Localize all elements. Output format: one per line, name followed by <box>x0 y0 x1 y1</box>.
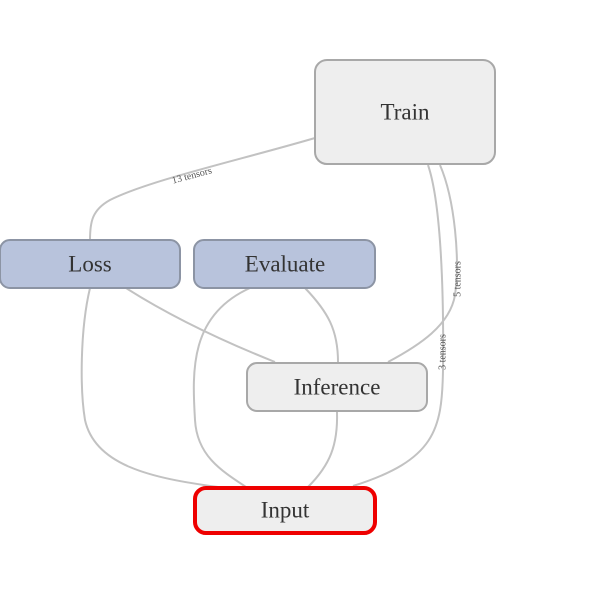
edge-loss-inference <box>125 287 276 363</box>
node-inference-label: Inference <box>294 375 381 400</box>
node-train[interactable]: Train <box>314 59 496 165</box>
edge-train-input <box>352 164 445 487</box>
node-evaluate-label: Evaluate <box>245 252 325 277</box>
edge-inference-input <box>307 411 339 488</box>
edge-loss-input <box>80 287 219 488</box>
edge-evaluate-inference <box>304 287 339 363</box>
node-input-label: Input <box>261 498 310 523</box>
node-input[interactable]: Input <box>193 486 377 535</box>
edge-train-loss <box>89 137 316 241</box>
edge-label-train-loss: 13 tensors <box>171 165 213 186</box>
node-evaluate[interactable]: Evaluate <box>193 239 376 289</box>
edge-evaluate-input <box>192 287 251 488</box>
node-loss[interactable]: Loss <box>0 239 181 289</box>
edge-train-inference <box>387 164 458 363</box>
edge-label-train-input: 3 tensors <box>438 334 449 370</box>
edges <box>80 137 458 488</box>
node-train-label: Train <box>381 100 430 125</box>
edge-label-train-inference: 5 tensors <box>453 261 464 297</box>
node-loss-label: Loss <box>68 252 112 277</box>
node-inference[interactable]: Inference <box>246 362 428 412</box>
